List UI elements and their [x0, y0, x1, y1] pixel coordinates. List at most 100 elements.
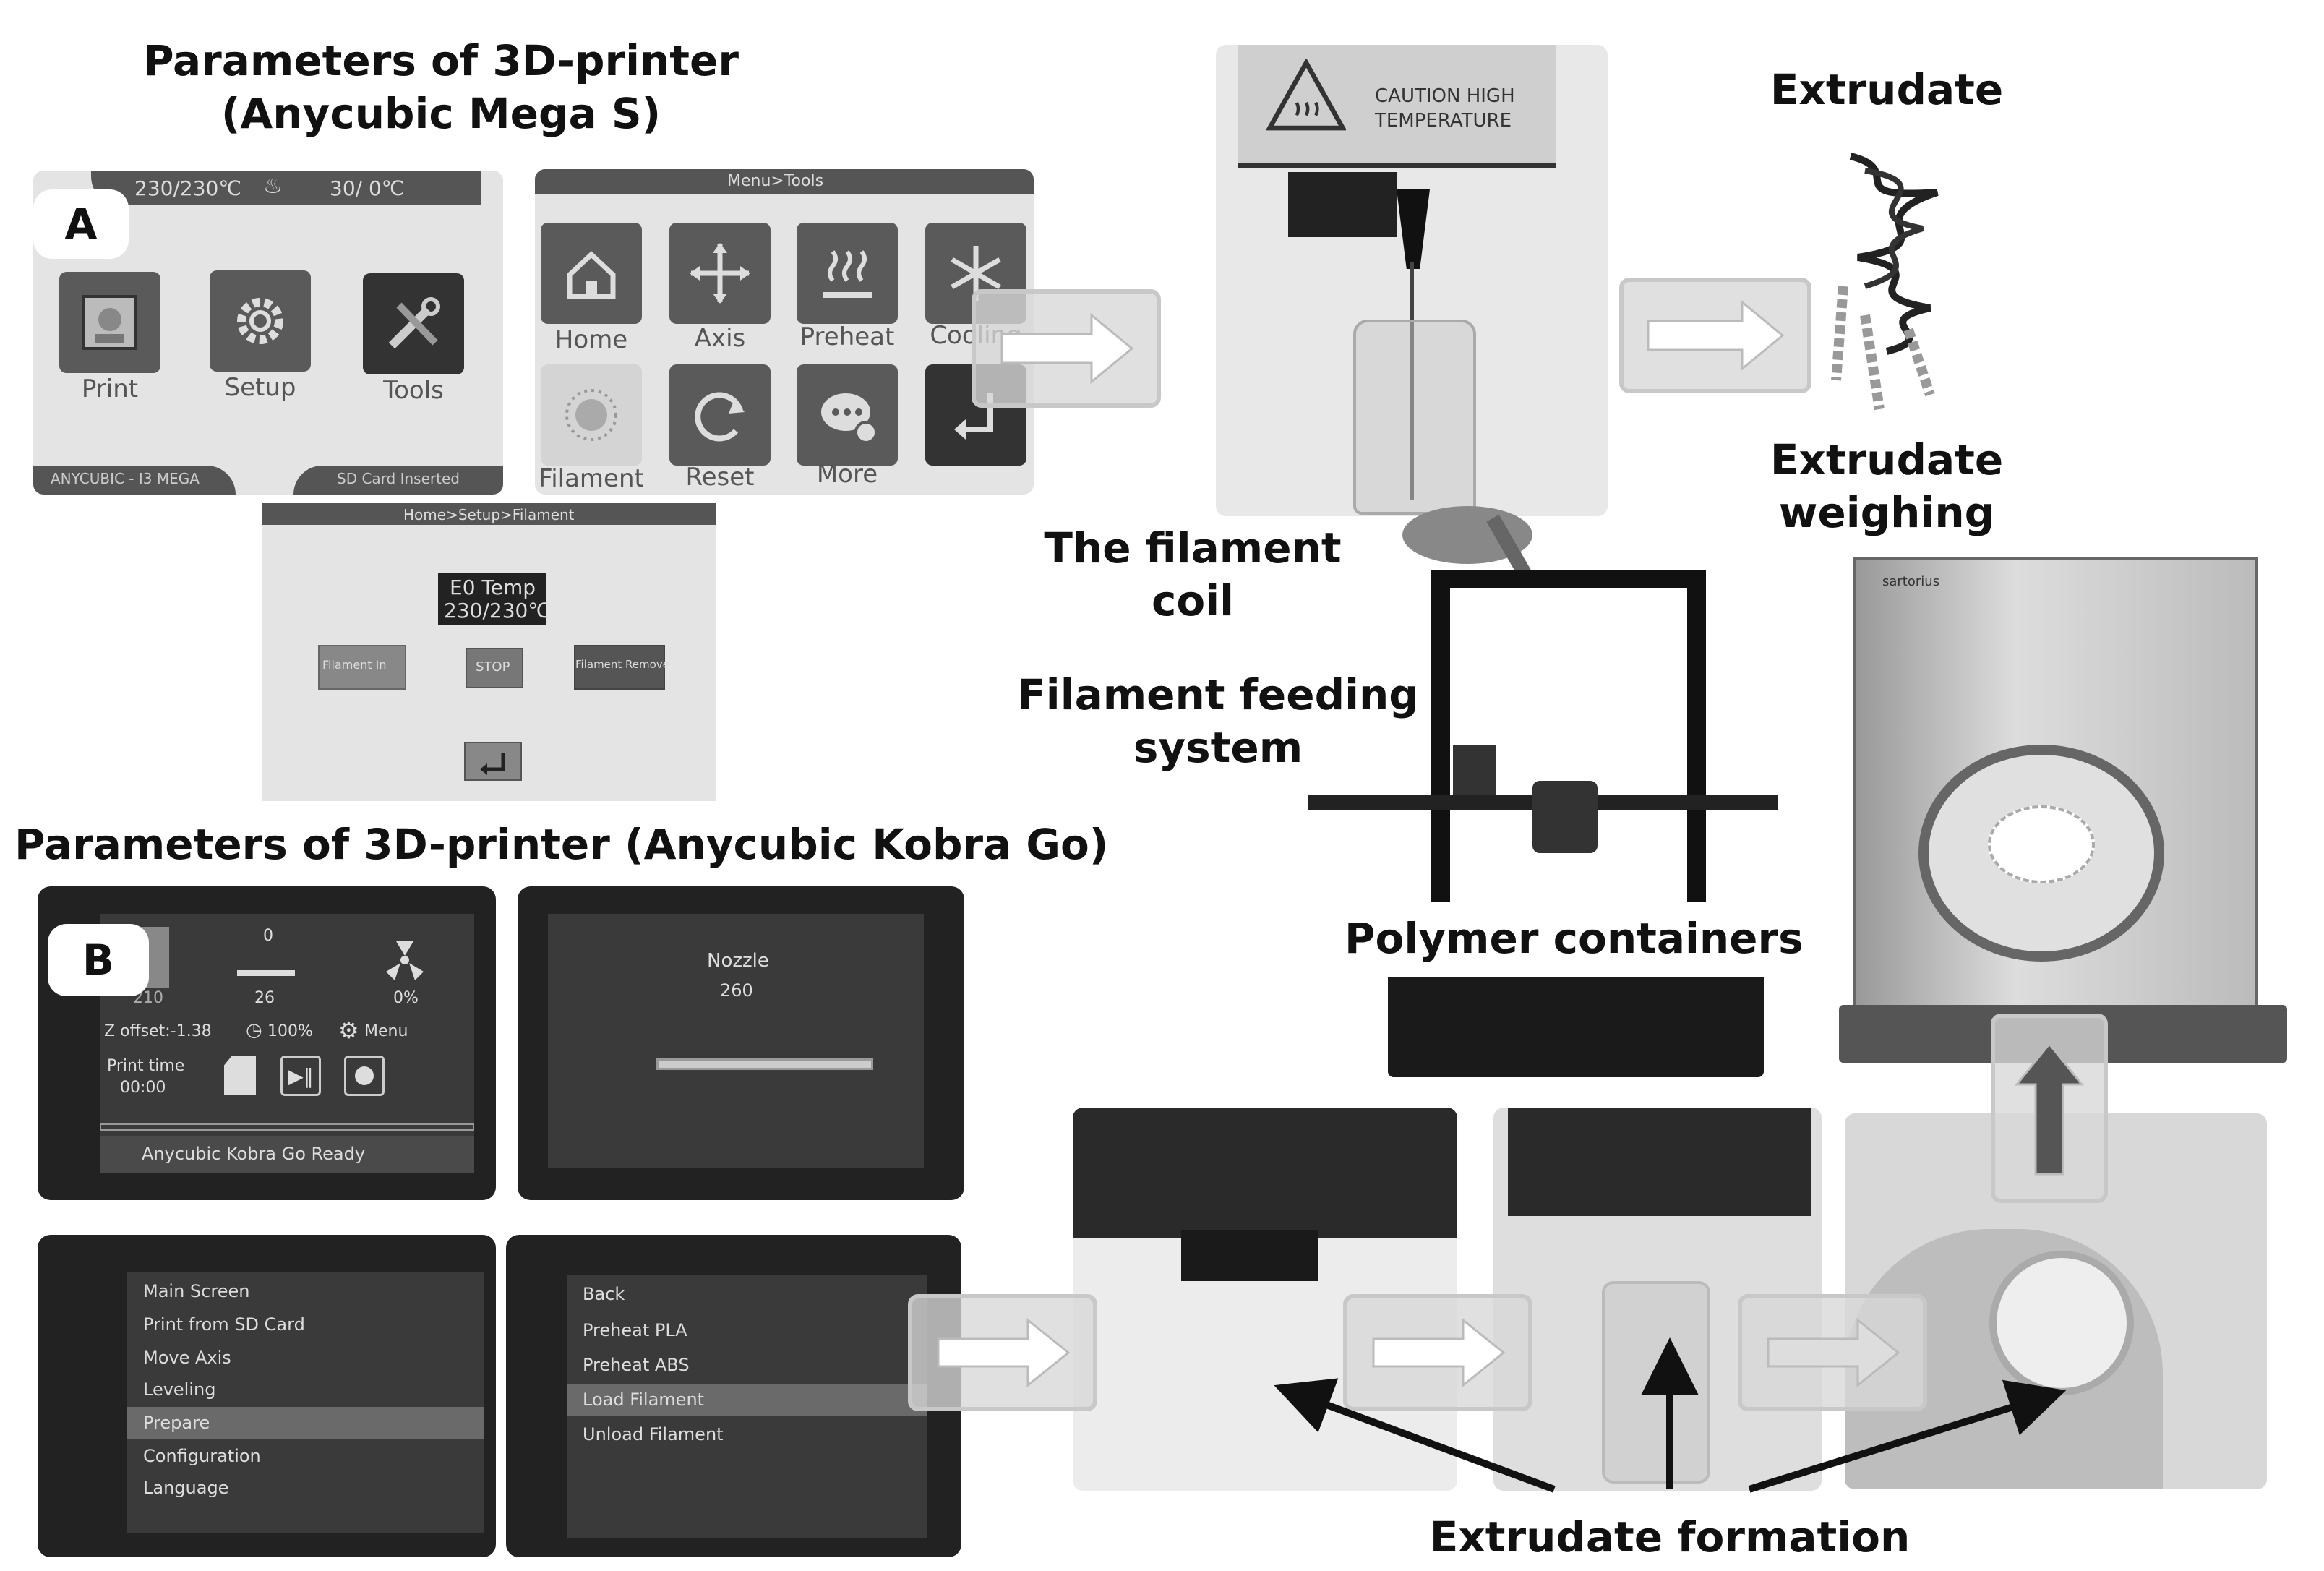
nozzle-housing-2 — [1508, 1108, 1811, 1216]
print-label: Print — [81, 374, 139, 403]
polymer-containers-callout — [1323, 902, 1882, 977]
frame-top — [1431, 570, 1706, 588]
tools-breadcrumb: Menu>Tools — [727, 172, 824, 190]
prepare-item-preheat-pla[interactable]: Preheat PLA — [583, 1320, 687, 1340]
nozzle-housing — [1073, 1108, 1457, 1238]
extrudate-weighing-title: Extrudate weighing — [1749, 434, 2024, 539]
mega-title-line1: Parameters of 3D-printer — [143, 36, 739, 85]
menu-item-configuration[interactable]: Configuration — [143, 1446, 261, 1466]
extrudate-weighing-line2: weighing — [1778, 487, 1995, 537]
nozzle-slider[interactable] — [656, 1058, 873, 1070]
polymer-container — [1353, 320, 1476, 515]
container-tube — [1602, 1281, 1710, 1484]
extruder-head — [1288, 172, 1397, 237]
arrow-right-3 — [908, 1294, 1097, 1411]
up-arrow-icon — [2014, 1042, 2085, 1176]
arrow-right-4 — [1343, 1294, 1532, 1411]
badge-a: A — [33, 189, 129, 259]
filament-breadcrumb: Home>Setup>Filament — [403, 506, 575, 523]
filament-label: Filament — [539, 464, 644, 493]
menu-item-main-screen[interactable]: Main Screen — [143, 1281, 250, 1301]
caution-label: CAUTION HIGH TEMPERATURE — [1238, 45, 1556, 168]
filament-in-button[interactable] — [318, 645, 406, 690]
tools-button[interactable] — [363, 273, 464, 374]
filament-button[interactable] — [541, 364, 642, 466]
kobra-status-display: 210 210 0 26 0% Z offset:-1.38 ◷ 100% ⚙ … — [100, 914, 474, 1173]
polymer-containers-label: Polymer containers — [1345, 914, 1804, 963]
tools-label: Tools — [383, 376, 444, 405]
right-arrow-icon — [1372, 1317, 1506, 1388]
balance-brand: sartorius — [1882, 574, 1940, 589]
setup-button[interactable] — [210, 270, 311, 372]
home-label: Home — [554, 325, 628, 354]
more-button[interactable] — [797, 364, 898, 466]
arrow-right-5 — [1738, 1294, 1927, 1411]
menu-item-leveling[interactable]: Leveling — [143, 1379, 216, 1400]
kobra-nozzle-display: Nozzle 260 — [548, 914, 924, 1168]
caution-text-2: TEMPERATURE — [1375, 110, 1512, 132]
weighing-pan — [1918, 745, 2164, 962]
mega-status-bar — [91, 171, 481, 205]
right-arrow-icon — [1767, 1317, 1900, 1388]
more-icon — [821, 393, 878, 444]
prepare-item-load-filament[interactable]: Load Filament — [567, 1384, 927, 1416]
bed-current: 26 — [254, 989, 275, 1007]
reset-button[interactable] — [669, 364, 771, 466]
kobra-menu-screen: Main Screen Print from SD Card Move Axis… — [38, 1235, 496, 1557]
menu-item-print-from-sd[interactable]: Print from SD Card — [143, 1314, 305, 1335]
menu-label[interactable]: Menu — [364, 1022, 408, 1040]
caution-text-1: CAUTION HIGH — [1375, 85, 1515, 107]
progress-bar — [100, 1123, 474, 1131]
prepare-item-unload-filament[interactable]: Unload Filament — [583, 1424, 724, 1444]
right-arrow-icon — [937, 1317, 1071, 1388]
bed-heat-icon: ♨ — [263, 174, 283, 199]
kobra-menu-display: Main Screen Print from SD Card Move Axis… — [127, 1272, 484, 1533]
prepare-item-back[interactable]: Back — [583, 1284, 625, 1304]
menu-item-prepare[interactable]: Prepare — [127, 1407, 484, 1439]
menu-item-language[interactable]: Language — [143, 1478, 229, 1498]
mega-title: Parameters of 3D-printer (Anycubic Mega … — [123, 35, 759, 140]
nozzle-tip — [1397, 189, 1430, 269]
filament-icon — [565, 389, 617, 441]
extrudate-sample — [1822, 142, 1973, 421]
sd-card-icon[interactable] — [224, 1056, 256, 1095]
arrow-up — [1991, 1014, 2108, 1203]
menu-gear-icon[interactable]: ⚙ — [338, 1016, 359, 1044]
axis-button[interactable] — [669, 223, 771, 324]
extrudate-title: Extrudate — [1770, 65, 2004, 114]
feeding-line1: Filament feeding — [1017, 670, 1419, 719]
prepare-item-preheat-abs[interactable]: Preheat ABS — [583, 1355, 690, 1375]
filament-coil-label: The filament coil — [1019, 522, 1366, 627]
fan-icon — [386, 941, 424, 980]
print-time: 00:00 — [120, 1079, 166, 1097]
print-icon — [82, 295, 137, 350]
print-button[interactable] — [59, 272, 160, 373]
feeding-line2: system — [1133, 722, 1303, 772]
warning-icon — [1266, 59, 1346, 131]
mega-footer-right — [293, 466, 503, 495]
extrudate-formation-label: Extrudate formation — [1429, 1512, 1911, 1562]
extrudate-weighing-line1: Extrudate — [1770, 435, 2004, 484]
more-label: More — [816, 460, 878, 489]
bed-icon — [237, 970, 295, 976]
pause-icon[interactable]: ▶‖ — [280, 1056, 321, 1096]
menu-item-move-axis[interactable]: Move Axis — [143, 1348, 231, 1368]
mega-filament-screen: Home>Setup>Filament E0 Temp 230/230℃ Fil… — [262, 503, 716, 801]
filament-back-button[interactable] — [464, 742, 522, 781]
stop-button[interactable] — [466, 648, 523, 688]
mega-title-line2: (Anycubic Mega S) — [220, 88, 661, 138]
mega-nozzle-temp: 230/230℃ — [134, 176, 241, 200]
preheat-button[interactable] — [797, 223, 898, 324]
badge-b: B — [48, 924, 149, 996]
home-button[interactable] — [541, 223, 642, 324]
kobra-title: Parameters of 3D-printer (Anycubic Kobra… — [14, 820, 1109, 869]
home-icon — [567, 251, 616, 299]
stop-icon[interactable] — [344, 1056, 385, 1096]
kobra-prepare-screen: Back Preheat PLA Preheat ABS Load Filame… — [506, 1235, 961, 1557]
gear-icon — [237, 298, 283, 344]
speed-icon: ◷ — [246, 1019, 262, 1041]
arrow-right-1 — [972, 289, 1161, 408]
fan-speed: 0% — [393, 989, 419, 1007]
filament-remove-button[interactable] — [574, 645, 665, 690]
feeding-system-label: Filament feeding system — [1008, 669, 1428, 774]
